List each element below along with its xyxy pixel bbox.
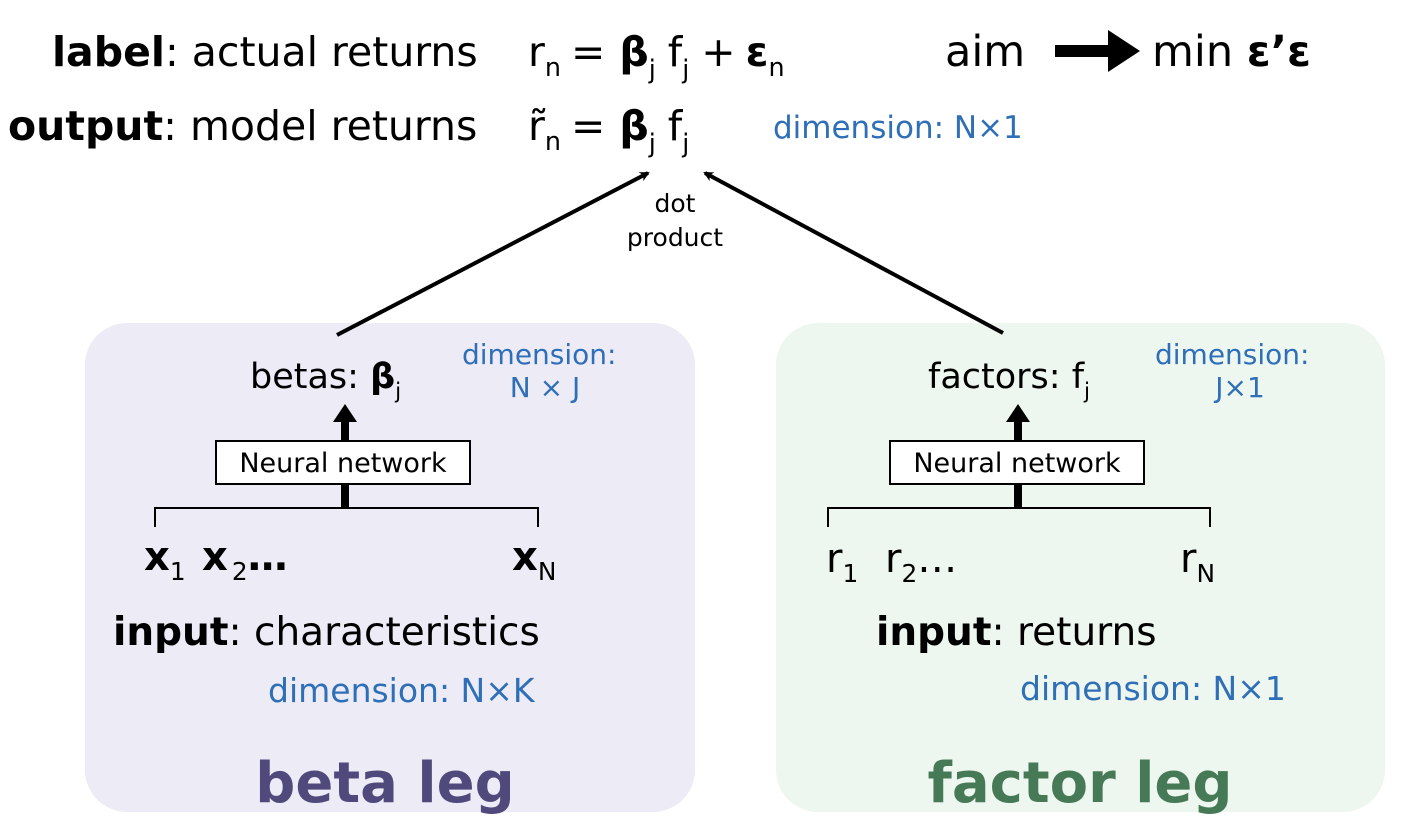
betas-output: betas: βj [250,357,401,404]
factor-input-dimension: dimension: N×1 [1020,669,1286,708]
min-objective: min ε’ε [1152,27,1311,77]
input-x1: x [144,534,170,580]
input-ellipsis: … [248,534,288,580]
eq-f-sub: j [681,54,689,84]
eq-r-sub: n [545,52,561,82]
min-word: min [1152,27,1233,77]
right-arrow-icon [1055,30,1140,72]
factors-label: factors: [928,357,1072,397]
factor-input-bracket [827,484,1211,527]
input-r2: r [885,536,902,582]
beta-input-bracket [154,484,539,527]
beta-neural-network-label: Neural network [239,448,447,479]
label-line: label: actual returns [52,28,478,76]
factors-symbol: f [1072,357,1085,397]
beta-input-word: input [113,610,228,655]
factor-input-description: : returns [991,610,1156,655]
factor-leg-title: factor leg [928,751,1233,816]
dot-product-label-2: product [627,223,723,252]
betas-symbol: β [370,357,395,397]
beta-to-output-arrow [336,171,650,337]
betas-dimension-1: dimension: [462,338,616,371]
eq-equals: = [571,102,605,150]
factor-neural-network-label: Neural network [913,448,1121,479]
eq-f-sub: j [681,128,689,158]
betas-label: betas: [250,357,370,397]
label-description: : actual returns [165,28,478,76]
factor-neural-network-box [889,440,1145,485]
input-x2-sub: 2 [232,557,248,586]
input-rN-sub: N [1196,559,1215,588]
input-x1-sub: 1 [170,557,186,586]
eq-beta-sub: j [648,128,656,158]
eq-beta: β [619,102,648,150]
beta-input-dimension: dimension: N×K [268,671,536,710]
output-description: : model returns [163,102,477,150]
factors-dimension-1: dimension: [1155,338,1309,371]
eq-f: f [668,102,684,150]
eq-equals: = [571,28,605,76]
beta-input-description: : characteristics [228,610,539,655]
eq-beta: β [619,28,648,76]
output-dimension: dimension: N×1 [773,110,1023,146]
eq-f: f [668,28,684,76]
factor-input-word: input [876,610,991,655]
factors-output: factors: fj [928,357,1090,404]
input-r1: r [826,536,843,582]
output-word: output [8,102,163,150]
beta-input-line: input: characteristics [113,610,540,655]
factor-to-output-arrow [703,171,1004,335]
eq-plus: + [701,28,735,76]
factors-dimension-2: J×1 [1213,371,1265,404]
eq-r: r [528,28,545,76]
eq-epsilon: ε [746,28,769,76]
factor-inputs: r1 r2… rN [826,536,1215,592]
factors-sub: j [1083,379,1090,404]
betas-sub: j [394,379,401,404]
min-expression: ε’ε [1247,27,1311,77]
beta-leg-title: beta leg [255,751,514,816]
beta-up-arrow-icon [333,404,357,442]
eq-r-tilde: r̃ [528,102,546,150]
input-r1-sub: 1 [842,559,858,588]
beta-neural-network-box [215,440,471,485]
eq-beta-sub: j [648,54,656,84]
input-ellipsis: … [917,536,957,582]
eq-epsilon-sub: n [768,52,784,82]
input-xN-sub: N [538,557,557,586]
factor-input-line: input: returns [876,610,1157,655]
eq-r-tilde-sub: n [545,126,561,156]
factor-up-arrow-icon [1006,404,1030,442]
input-r2-sub: 2 [901,559,917,588]
input-x2: x [202,534,228,580]
label-word: label [52,28,165,76]
input-rN: r [1180,536,1197,582]
input-xN: x [512,534,538,580]
betas-dimension-2: N × J [510,371,580,404]
output-line: output: model returns [8,102,477,150]
dot-product-label-1: dot [655,189,696,218]
aim-label: aim [945,27,1025,77]
